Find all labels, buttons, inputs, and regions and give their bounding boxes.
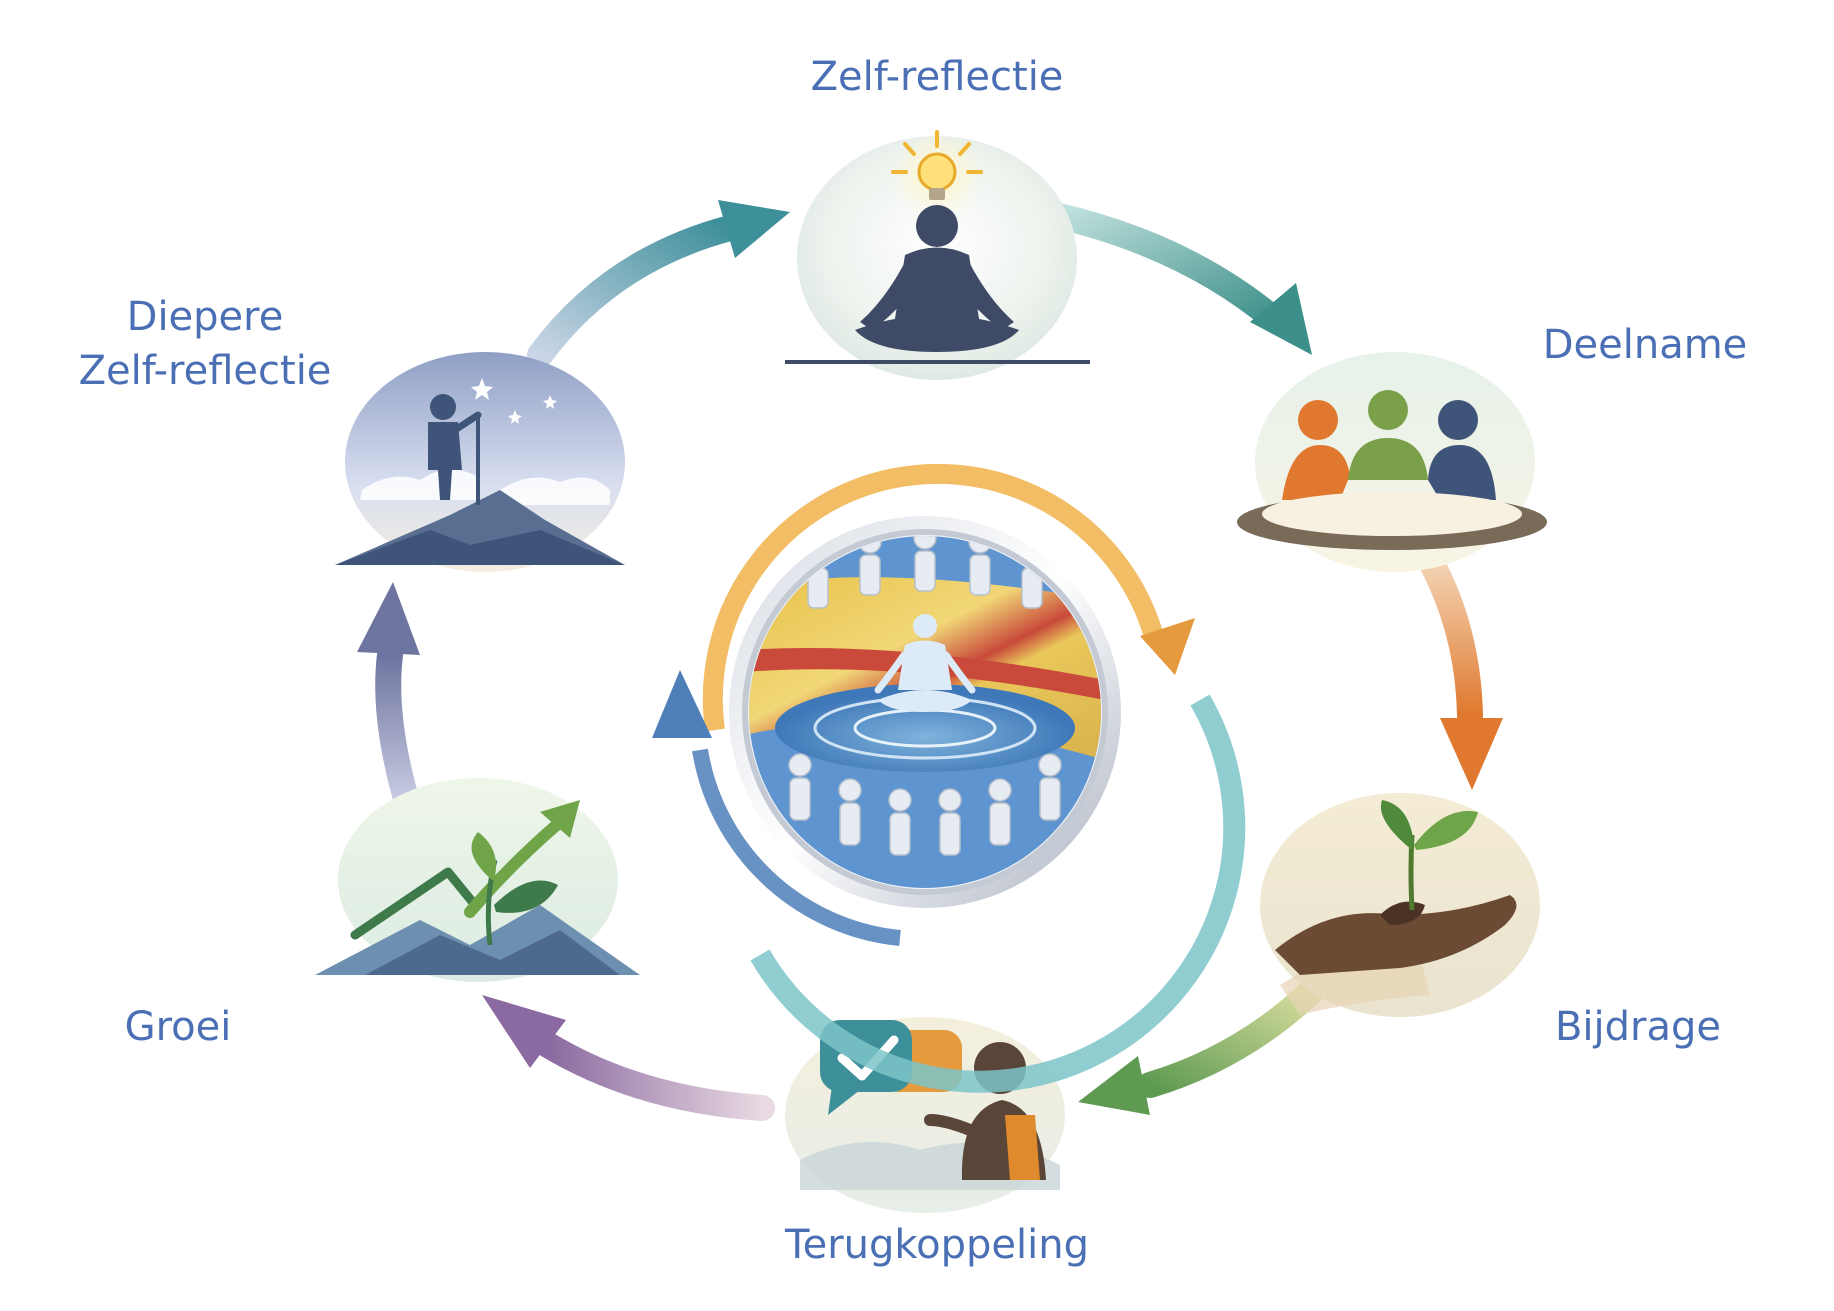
stage-label-diepere-zelf-reflectie: Diepere Zelf-reflectie: [78, 294, 332, 394]
paper-person-bottom-6: [1038, 753, 1062, 821]
paper-person-bottom-2: [838, 778, 862, 846]
node-bijdrage: [1260, 793, 1540, 1017]
paper-person-bottom-5: [988, 778, 1012, 846]
stage-label-bijdrage: Bijdrage: [1554, 1004, 1722, 1050]
paper-person-top-3: [913, 536, 937, 592]
stage-label-deelname: Deelname: [1542, 322, 1748, 368]
stage-label-zelf-reflectie: Zelf-reflectie: [810, 54, 1064, 100]
paper-person-bottom-4: [938, 788, 962, 856]
center-cycle-swirl: [652, 463, 1246, 1093]
node-deelname: [1237, 352, 1547, 572]
node-zelf-reflectie: [785, 130, 1090, 380]
meditating-person-lightbulb-icon: [785, 130, 1090, 364]
arrow-deelname-to-bijdrage: [1417, 547, 1503, 790]
arrow-zelf-to-deelname: [1042, 202, 1312, 355]
hand-holding-sprout-icon: [1275, 800, 1517, 1015]
paper-person-bottom-3: [888, 788, 912, 856]
center-emblem: [652, 463, 1246, 1093]
paper-person-bottom-1: [788, 753, 812, 821]
arrow-diepere-to-zelf: [527, 200, 790, 368]
arrow-groei-to-diepere: [357, 582, 423, 825]
hiker-on-mountain-icon: [335, 378, 625, 565]
node-groei: [315, 778, 640, 982]
stage-label-terugkoppeling: Terugkoppeling: [784, 1222, 1090, 1268]
node-terugkoppeling: [785, 1017, 1065, 1213]
node-diepere-zelf-reflectie: [335, 352, 625, 572]
people-around-table-icon: [1237, 390, 1547, 550]
arrow-terugkoppeling-to-groei: [482, 995, 775, 1121]
mountain-sprout-arrow-icon: [315, 800, 640, 975]
stage-label-groei: Groei: [124, 1004, 232, 1050]
